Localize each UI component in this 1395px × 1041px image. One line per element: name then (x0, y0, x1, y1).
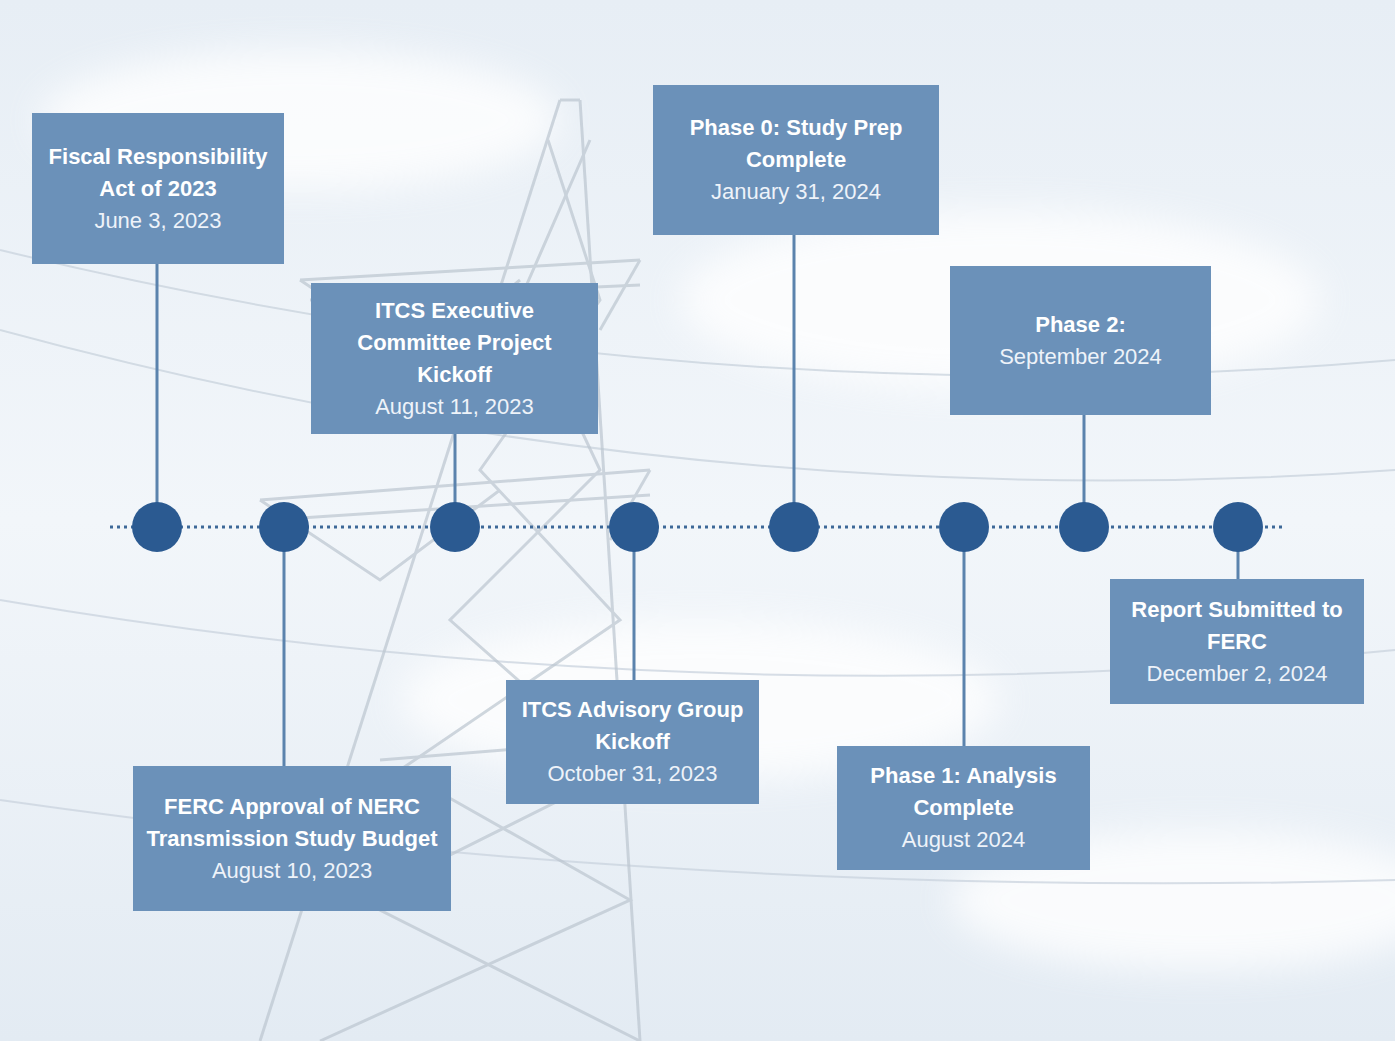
milestone-date: January 31, 2024 (711, 176, 881, 208)
milestone-date: October 31, 2023 (547, 758, 717, 790)
milestone-date: August 11, 2023 (375, 391, 534, 423)
timeline-dot (259, 502, 309, 552)
leader-line (156, 264, 159, 527)
milestone-title: Phase 2: (1035, 309, 1126, 341)
timeline-dot (430, 502, 480, 552)
milestone-box: ITCS Advisory Group KickoffOctober 31, 2… (506, 680, 759, 804)
milestone-title: Fiscal Responsibility Act of 2023 (40, 141, 276, 205)
milestone-box: Phase 1: Analysis CompleteAugust 2024 (837, 746, 1090, 870)
timeline-dot (132, 502, 182, 552)
timeline-dot (1059, 502, 1109, 552)
milestone-title: ITCS Advisory Group Kickoff (514, 694, 751, 758)
leader-line (793, 235, 796, 527)
leader-line (963, 527, 966, 746)
milestone-title: ITCS Executive Committee Project Kickoff (319, 295, 590, 391)
milestone-title: Phase 0: Study Prep Complete (661, 112, 931, 176)
milestone-box: FERC Approval of NERC Transmission Study… (133, 766, 451, 911)
timeline-dot (939, 502, 989, 552)
milestone-box: ITCS Executive Committee Project Kickoff… (311, 283, 598, 434)
milestone-box: Phase 2:September 2024 (950, 266, 1211, 415)
milestone-date: September 2024 (999, 341, 1162, 373)
leader-line (283, 527, 286, 766)
milestone-box: Phase 0: Study Prep CompleteJanuary 31, … (653, 85, 939, 235)
timeline-dot (609, 502, 659, 552)
milestone-date: August 10, 2023 (212, 855, 372, 887)
milestone-date: December 2, 2024 (1147, 658, 1328, 690)
milestone-title: FERC Approval of NERC Transmission Study… (141, 791, 443, 855)
milestone-box: Report Submitted to FERCDecember 2, 2024 (1110, 579, 1364, 704)
milestone-box: Fiscal Responsibility Act of 2023June 3,… (32, 113, 284, 264)
timeline-dot (1213, 502, 1263, 552)
milestone-date: August 2024 (902, 824, 1026, 856)
timeline-dot (769, 502, 819, 552)
milestone-date: June 3, 2023 (94, 205, 221, 237)
milestone-title: Phase 1: Analysis Complete (845, 760, 1082, 824)
milestone-title: Report Submitted to FERC (1118, 594, 1356, 658)
